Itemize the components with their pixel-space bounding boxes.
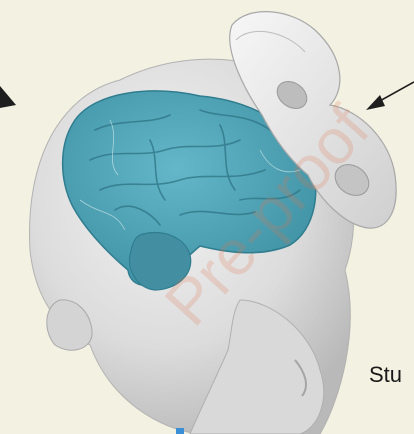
arrow-right-icon: [0, 86, 16, 108]
caption-text: Stu: [369, 362, 402, 388]
arrow-left-icon: [366, 82, 414, 110]
blue-mark: [176, 428, 184, 434]
